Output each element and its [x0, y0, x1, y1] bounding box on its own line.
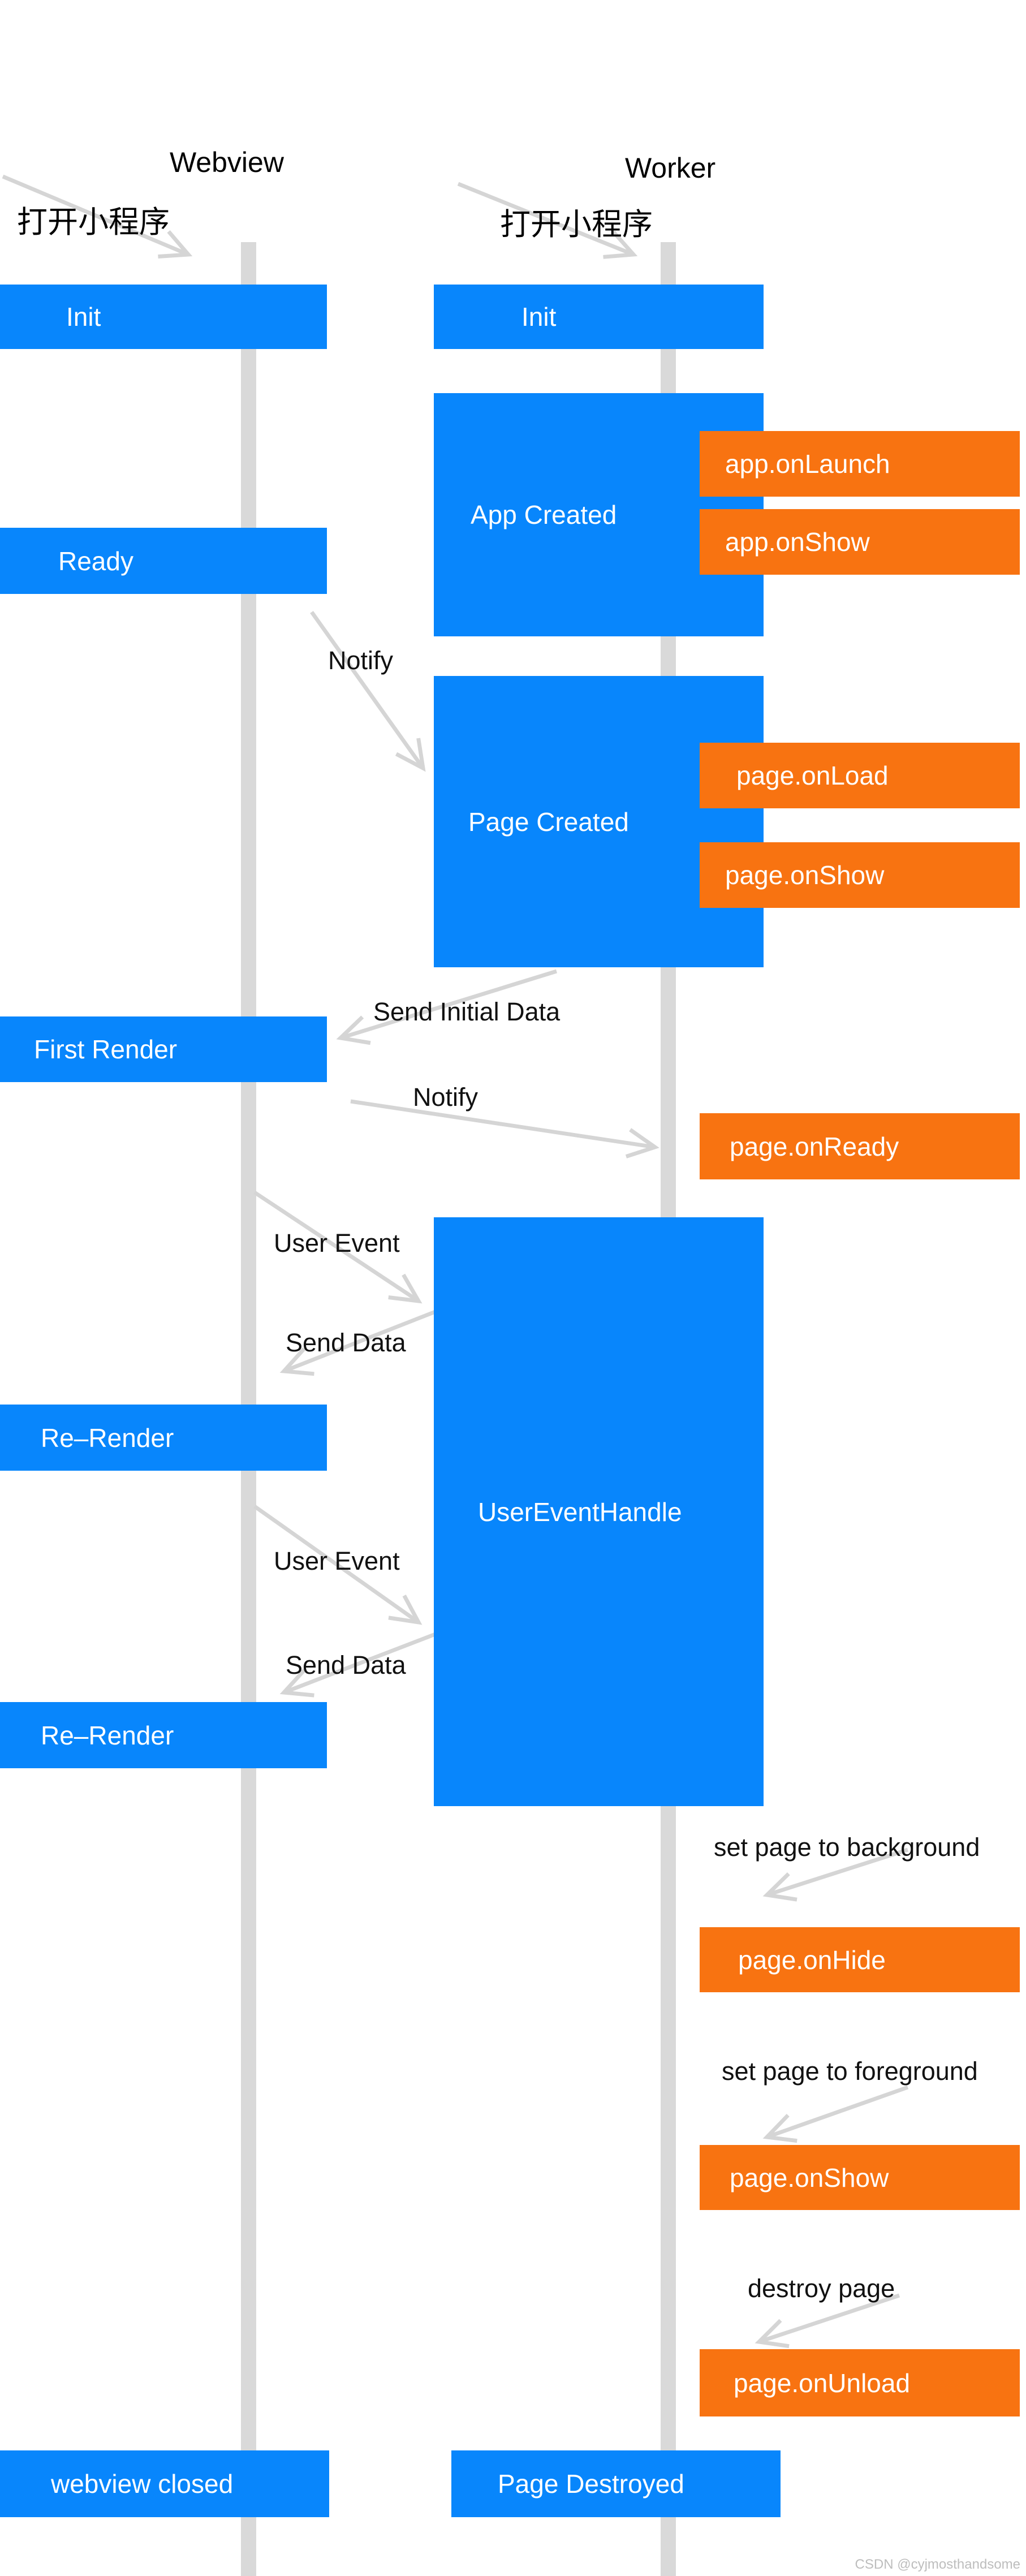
node-label: UserEventHandle [478, 1497, 682, 1527]
hook-label: page.onHide [738, 1945, 886, 1975]
node-webview-re-render-2: Re–Render [0, 1702, 327, 1768]
node-user-event-handle: UserEventHandle [434, 1217, 764, 1806]
message-notify-1: Notify [328, 646, 394, 675]
node-page-created: Page Created [434, 676, 764, 967]
message-send-initial-data: Send Initial Data [373, 997, 561, 1026]
hook-page-onunload: page.onUnload [700, 2349, 1020, 2416]
node-webview-init: Init [0, 285, 327, 349]
node-label: App Created [471, 500, 617, 529]
arrow-notify-first [310, 610, 426, 772]
node-webview-ready: Ready [0, 528, 327, 594]
hook-label: app.onShow [725, 527, 870, 557]
arrow-notify-second [350, 1099, 659, 1158]
message-user-event-1: User Event [274, 1229, 400, 1257]
open-mini-program-label-worker: 打开小程序 [500, 208, 653, 242]
hook-page-onshow-foreground: page.onShow [700, 2145, 1020, 2210]
node-webview-re-render-1: Re–Render [0, 1405, 327, 1471]
node-label: Page Destroyed [498, 2469, 684, 2499]
hook-label: page.onShow [725, 860, 885, 890]
node-page-destroyed: Page Destroyed [451, 2450, 781, 2517]
hook-page-onready: page.onReady [700, 1113, 1020, 1179]
hook-page-onhide: page.onHide [700, 1927, 1020, 1992]
hook-label: app.onLaunch [725, 449, 890, 479]
message-set-page-foreground: set page to foreground [722, 2057, 978, 2086]
message-notify-2: Notify [413, 1083, 478, 1112]
webview-lane-title: Webview [170, 147, 284, 178]
message-destroy-page: destroy page [748, 2274, 895, 2303]
node-label: Ready [58, 546, 133, 576]
node-label: Re–Render [41, 1720, 174, 1750]
node-label: Re–Render [41, 1423, 174, 1453]
hook-label: page.onReady [730, 1131, 899, 1161]
hook-app-onlaunch: app.onLaunch [700, 431, 1020, 497]
hook-page-onshow: page.onShow [700, 842, 1020, 908]
worker-lane-title: Worker [625, 152, 716, 184]
hook-label: page.onShow [730, 2163, 889, 2192]
node-label: Init [521, 302, 557, 331]
arrow-set-page-foreground [762, 2085, 909, 2143]
node-webview-closed: webview closed [0, 2450, 329, 2517]
message-send-data-2: Send Data [286, 1651, 406, 1679]
watermark: CSDN @cyjmosthandsome [855, 2557, 1020, 2572]
node-worker-init: Init [434, 285, 764, 349]
node-label: First Render [34, 1035, 178, 1064]
node-label: Init [66, 302, 101, 331]
message-set-page-background: set page to background [714, 1833, 980, 1862]
node-webview-first-render: First Render [0, 1016, 327, 1082]
message-send-data-1: Send Data [286, 1328, 406, 1357]
message-user-event-2: User Event [274, 1547, 400, 1575]
hook-app-onshow: app.onShow [700, 509, 1020, 575]
open-mini-program-label-webview: 打开小程序 [17, 205, 170, 239]
hook-label: page.onUnload [734, 2368, 911, 2398]
hook-label: page.onLoad [736, 761, 889, 790]
node-label: Page Created [468, 807, 629, 837]
hook-page-onload: page.onLoad [700, 743, 1020, 808]
node-label: webview closed [51, 2469, 234, 2499]
